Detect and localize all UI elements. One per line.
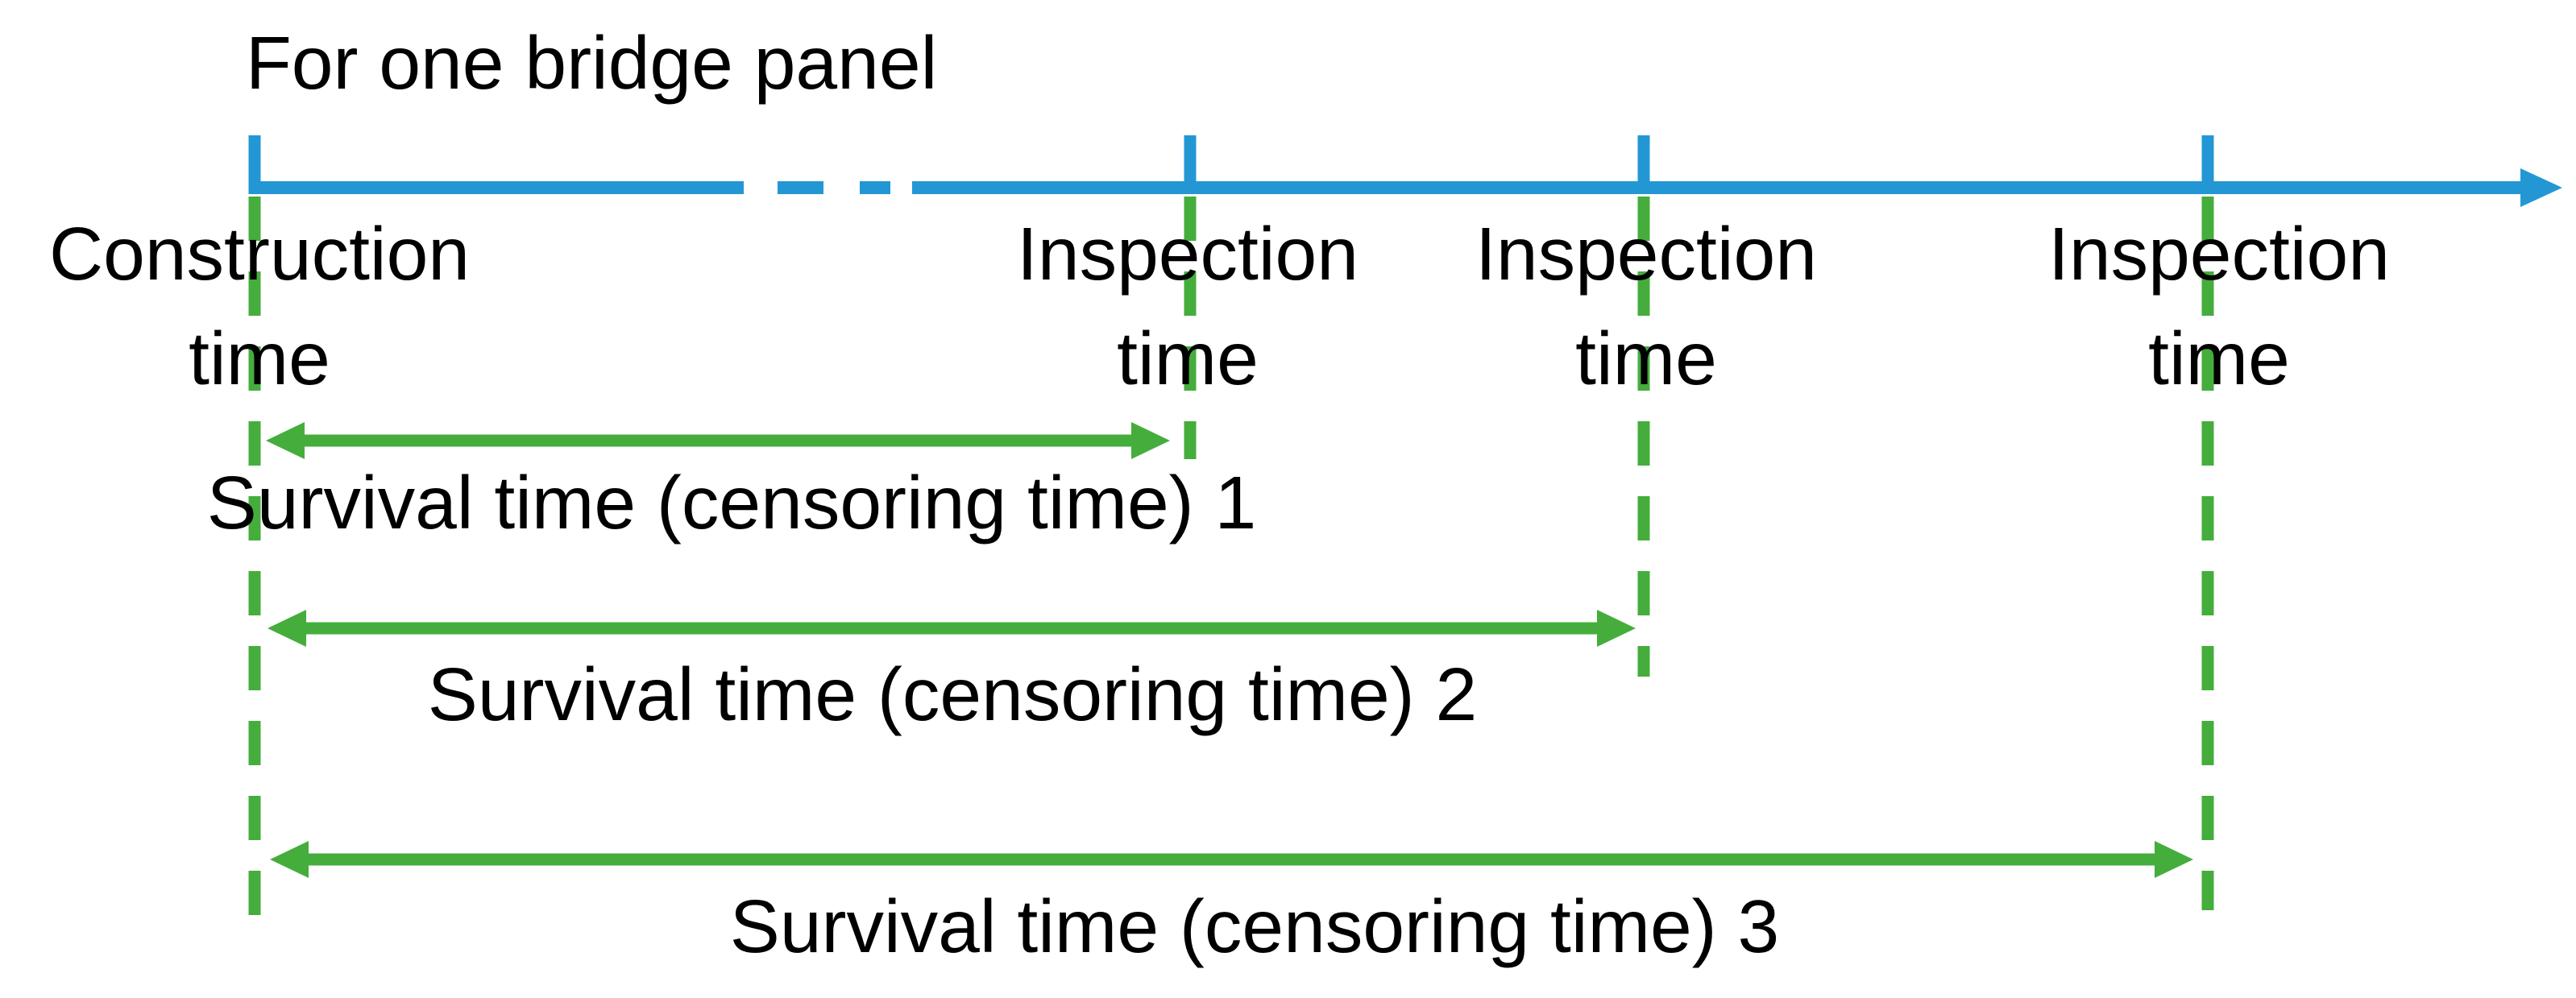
event-label-line2: time bbox=[1575, 317, 1717, 400]
diagram-title: For one bridge panel bbox=[246, 21, 938, 105]
event-label-line1: Inspection bbox=[1475, 212, 1817, 296]
event-marker-lines bbox=[248, 197, 2214, 926]
survival-arrow-2 bbox=[268, 610, 1636, 647]
survival-arrow-1 bbox=[266, 422, 1170, 459]
survival-arrow-2-right-head-icon bbox=[1597, 610, 1636, 647]
event-label-line2: time bbox=[2148, 317, 2290, 400]
survival-span-label-1: Survival time (censoring time) 1 bbox=[206, 461, 1257, 545]
survival-arrow-3-right-head-icon bbox=[2155, 841, 2193, 878]
event-label-line1: Inspection bbox=[1017, 212, 1359, 296]
event-label-construction: Construction time bbox=[49, 201, 470, 411]
event-label-inspection-3: Inspection time bbox=[2048, 201, 2390, 411]
survival-span-label-2: Survival time (censoring time) 2 bbox=[427, 652, 1478, 736]
event-label-inspection-1: Inspection time bbox=[1017, 201, 1359, 411]
event-label-line1: Construction bbox=[48, 212, 471, 296]
survival-span-label-3: Survival time (censoring time) 3 bbox=[729, 884, 1780, 968]
timeline-arrowhead-icon bbox=[2520, 168, 2562, 207]
event-label-line1: Inspection bbox=[2048, 212, 2390, 296]
survival-arrow-1-left-head-icon bbox=[266, 422, 305, 459]
event-label-inspection-2: Inspection time bbox=[1475, 201, 1817, 411]
survival-arrow-1-right-head-icon bbox=[1131, 422, 1170, 459]
timeline-axis bbox=[248, 135, 2562, 207]
survival-arrow-2-left-head-icon bbox=[268, 610, 306, 647]
survival-arrow-3 bbox=[270, 841, 2193, 878]
event-label-line2: time bbox=[1117, 317, 1259, 400]
event-label-line2: time bbox=[189, 317, 330, 400]
survival-arrow-3-left-head-icon bbox=[270, 841, 309, 878]
